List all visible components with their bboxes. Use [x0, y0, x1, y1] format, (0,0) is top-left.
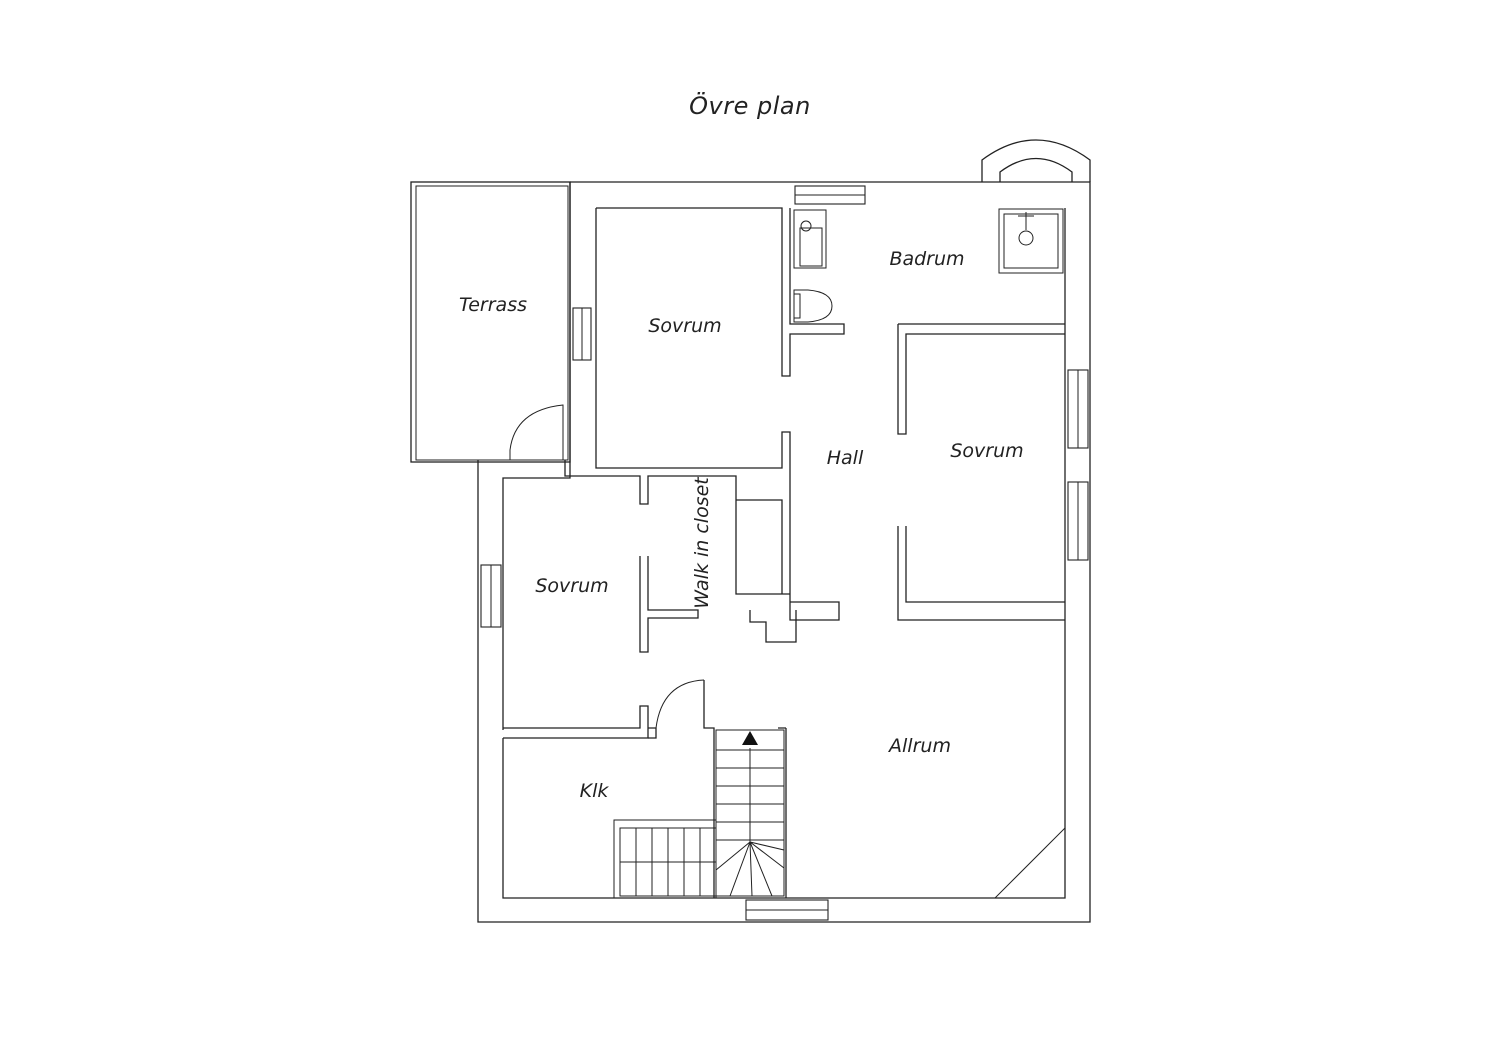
staircase	[613, 729, 785, 899]
room-label-terrace: Terrass	[459, 294, 527, 316]
room-label-bedroom-left: Sovrum	[535, 575, 608, 597]
bay-window	[981, 139, 1091, 182]
room-label-bedroom-right: Sovrum	[950, 440, 1023, 462]
shower-drain-icon	[1018, 230, 1034, 246]
stair-direction-arrow-icon	[742, 731, 758, 745]
room-label-bedroom-top: Sovrum	[648, 315, 721, 337]
terrace-outline	[410, 181, 571, 463]
windows	[480, 185, 1089, 921]
bathroom-fixtures	[793, 208, 1064, 323]
room-label-family-room: Allrum	[887, 735, 951, 757]
toilet-icon	[793, 289, 833, 323]
doors	[509, 404, 705, 729]
room-label-klk: Klk	[580, 780, 610, 802]
room-label-walk-in-closet: Walk in closet	[691, 476, 713, 609]
room-labels: Terrass Sovrum Badrum Sovrum Hall Walk i…	[459, 248, 1024, 802]
room-label-hall: Hall	[827, 447, 864, 469]
room-label-bathroom: Badrum	[889, 248, 964, 270]
sink-icon	[793, 209, 827, 269]
interior-walls	[503, 207, 1066, 899]
floor-plan-title: Övre plan	[689, 92, 811, 120]
